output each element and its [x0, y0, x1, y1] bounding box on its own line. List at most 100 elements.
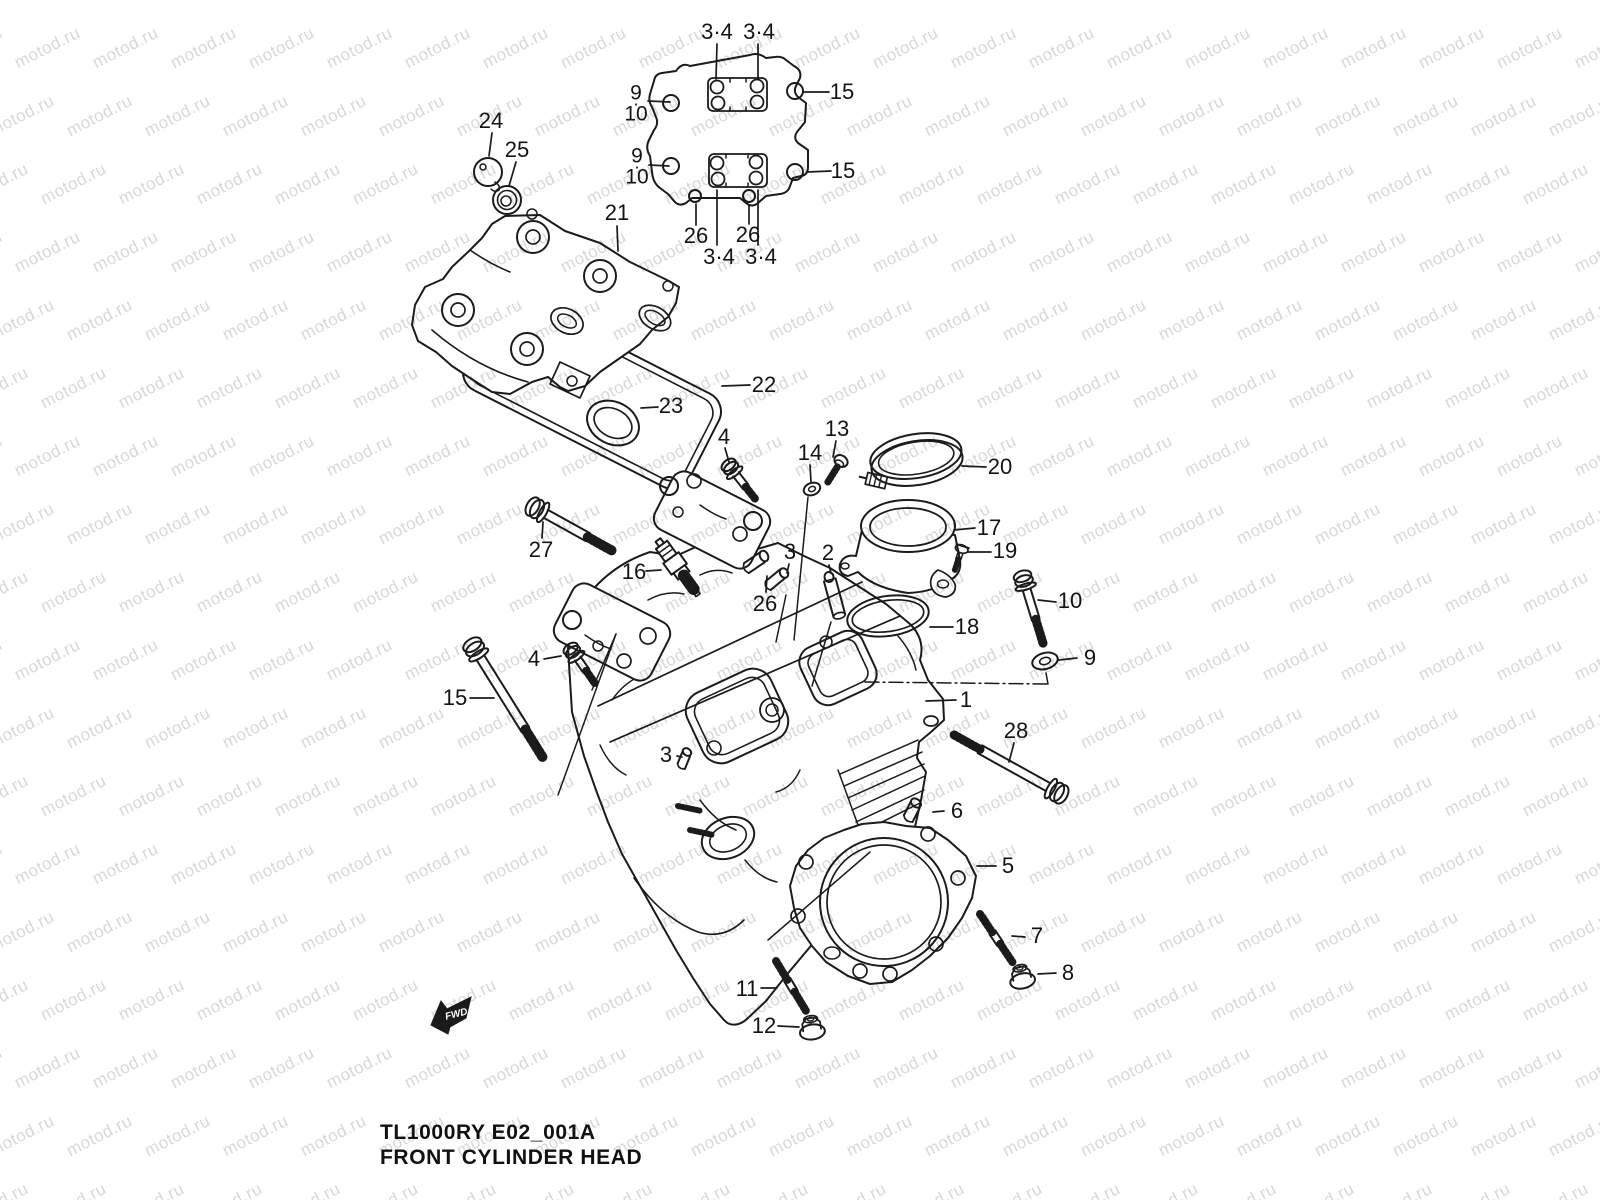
dowel-6-drawing — [902, 797, 922, 823]
fwd-arrow-label: FWD — [444, 1006, 469, 1022]
callout-leader-line — [543, 655, 562, 660]
part-callout-4[interactable]: 4 — [717, 424, 731, 449]
callout-leader-line — [724, 447, 730, 463]
part-callout-20[interactable]: 20 — [987, 454, 1013, 479]
callout-leader-line — [1011, 935, 1026, 938]
callout-leader-line — [645, 569, 662, 572]
part-callout-27[interactable]: 27 — [528, 537, 554, 562]
part-callout-9-10[interactable]: 9·10 — [625, 144, 649, 189]
part-callout-18[interactable]: 18 — [954, 614, 980, 639]
callout-leader-line — [508, 161, 517, 187]
part-callout-25[interactable]: 25 — [504, 137, 530, 162]
part-callout-15[interactable]: 15 — [830, 158, 856, 183]
part-callout-28[interactable]: 28 — [1003, 718, 1029, 743]
part-25-seal-drawing — [492, 185, 522, 215]
part-callout-4[interactable]: 4 — [527, 646, 541, 671]
part-callout-7[interactable]: 7 — [1030, 923, 1044, 948]
callout-leader-line — [925, 699, 957, 702]
bolt-27-drawing — [524, 496, 618, 556]
callout-leader-line — [676, 755, 683, 758]
part-callout-10[interactable]: 10 — [1057, 588, 1083, 613]
part-callout-3[interactable]: 3 — [659, 742, 673, 767]
callout-leader-line — [715, 43, 718, 80]
part-callout-9[interactable]: 9 — [1083, 645, 1097, 670]
callout-leader-line — [647, 100, 671, 103]
pin-2-drawing — [822, 571, 847, 620]
part-callout-24[interactable]: 24 — [478, 108, 504, 133]
part-callout-26[interactable]: 26 — [683, 223, 709, 248]
intake-pipe-17-drawing — [838, 499, 962, 598]
nut-8-drawing — [1009, 963, 1036, 990]
fwd-arrow: FWD — [430, 996, 472, 1035]
bolt-10-drawing — [1012, 569, 1048, 649]
callout-leader-line — [616, 225, 619, 252]
gasket-ring-drawing — [586, 399, 640, 447]
aux-pointer-lines — [557, 496, 1049, 941]
callout-leader-line — [806, 170, 832, 173]
part-callout-19[interactable]: 19 — [992, 538, 1018, 563]
cam-holder-upper-drawing — [652, 470, 772, 570]
part-callout-5[interactable]: 5 — [1001, 853, 1015, 878]
part-callout-3-4[interactable]: 3·4 — [743, 19, 775, 44]
callout-leader-line — [1037, 972, 1057, 975]
washer-14-drawing — [802, 481, 822, 497]
callout-leader-line — [640, 406, 659, 409]
part-callout-3-4[interactable]: 3·4 — [745, 244, 777, 269]
part-callout-3-4[interactable]: 3·4 — [703, 244, 735, 269]
oring-18-drawing — [846, 594, 930, 638]
part-callout-14[interactable]: 14 — [797, 440, 823, 465]
part-callout-15[interactable]: 15 — [442, 685, 468, 710]
part-callout-21[interactable]: 21 — [604, 200, 630, 225]
callout-leader-line — [541, 521, 544, 539]
part-callout-26[interactable]: 26 — [735, 222, 761, 247]
part-callout-12[interactable]: 12 — [751, 1013, 777, 1038]
part-callout-3[interactable]: 3 — [783, 539, 797, 564]
callout-leader-line — [932, 810, 945, 813]
part-callout-11[interactable]: 11 — [735, 976, 759, 1001]
part-callout-22[interactable]: 22 — [751, 372, 777, 397]
part-callout-9-10[interactable]: 9·10 — [624, 81, 648, 126]
screw-19-drawing — [951, 543, 970, 573]
part-callout-16[interactable]: 16 — [621, 559, 647, 584]
head-top-view-drawing — [646, 53, 809, 207]
stud-11-drawing — [772, 957, 810, 1015]
callout-leader-line — [828, 564, 832, 574]
callout-leader-line — [1058, 657, 1078, 661]
part-callout-1[interactable]: 1 — [959, 687, 973, 712]
part-callout-15[interactable]: 15 — [829, 79, 855, 104]
valve-cover-drawing — [411, 208, 680, 399]
spark-plug-drawing — [654, 537, 701, 598]
callout-leader-line — [648, 164, 670, 167]
part-callout-23[interactable]: 23 — [658, 393, 684, 418]
callout-leader-line — [721, 384, 751, 387]
clamp-20-drawing — [858, 432, 964, 490]
diagram-title: FRONT CYLINDER HEAD — [380, 1146, 643, 1169]
callout-leader-line — [786, 563, 790, 574]
part-callout-17[interactable]: 17 — [976, 515, 1002, 540]
callout-leader-line — [809, 464, 812, 483]
bolt-28-drawing — [947, 729, 1070, 805]
part-24-cap-drawing — [473, 157, 503, 193]
callout-leader-lines — [469, 43, 1078, 1028]
callout-leader-line — [488, 132, 493, 157]
bolt-15-drawing — [462, 636, 548, 763]
callout-leader-line — [765, 575, 768, 593]
part-callout-2[interactable]: 2 — [821, 540, 835, 565]
pin-26-drawing — [742, 549, 770, 575]
part-callout-3-4[interactable]: 3·4 — [701, 19, 733, 44]
cam-holder-lower-drawing — [552, 582, 672, 682]
cylinder-head-gasket-drawing — [789, 821, 977, 985]
callout-leader-line — [953, 527, 976, 531]
diagram-code: TL1000RY E02_001A — [380, 1121, 596, 1144]
bolt-4-lower-drawing — [562, 641, 599, 688]
callout-leader-line — [961, 465, 987, 468]
part-callout-13[interactable]: 13 — [824, 416, 850, 441]
part-callout-8[interactable]: 8 — [1061, 960, 1075, 985]
bolt-4-upper-drawing — [720, 457, 760, 504]
part-callout-26[interactable]: 26 — [752, 591, 778, 616]
callout-leader-line — [777, 1025, 800, 1028]
part-callout-6[interactable]: 6 — [950, 798, 964, 823]
